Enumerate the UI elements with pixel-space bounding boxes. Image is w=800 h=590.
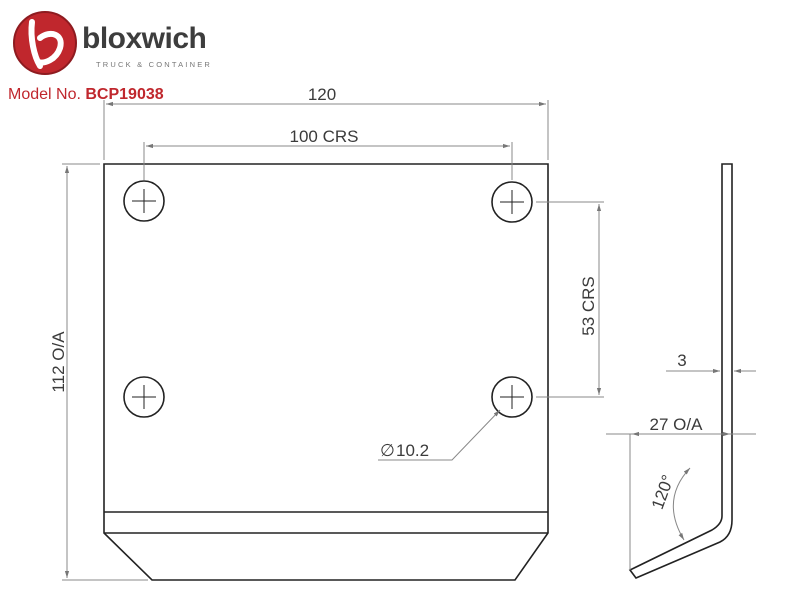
- brand-name: bloxwich: [82, 22, 207, 55]
- brand-logo: bloxwich TRUCK & CONTAINER: [10, 8, 240, 78]
- brand-tagline: TRUCK & CONTAINER: [96, 60, 213, 69]
- mounting-holes: [123, 180, 533, 418]
- dim-leader-hole-diameter: [378, 409, 501, 461]
- hole-bottom-right: [491, 376, 533, 418]
- dim-hole-centres-width: 100 CRS: [290, 127, 359, 146]
- dim-thickness: 3: [677, 351, 686, 370]
- hole-top-left: [123, 180, 165, 222]
- dim-side-overall: 27 O/A: [650, 415, 704, 434]
- plate-side-view: [628, 163, 733, 579]
- dim-overall-width: 120: [308, 85, 336, 104]
- model-number-line: Model No. BCP19038: [8, 86, 164, 104]
- dim-diameter-symbol: ∅: [380, 441, 395, 460]
- bloxwich-logo-icon: [13, 11, 77, 75]
- dim-overall-height: 112 O/A: [49, 331, 68, 393]
- dim-arc-bend-angle: [672, 467, 691, 541]
- model-number: BCP19038: [85, 86, 164, 103]
- hole-top-right: [491, 181, 533, 223]
- plate-front-view: [103, 163, 549, 581]
- dim-hole-centres-height: 53 CRS: [579, 276, 598, 336]
- model-label: Model No.: [8, 86, 81, 103]
- dim-hole-diameter: 10.2: [396, 441, 429, 460]
- hole-bottom-left: [123, 376, 165, 418]
